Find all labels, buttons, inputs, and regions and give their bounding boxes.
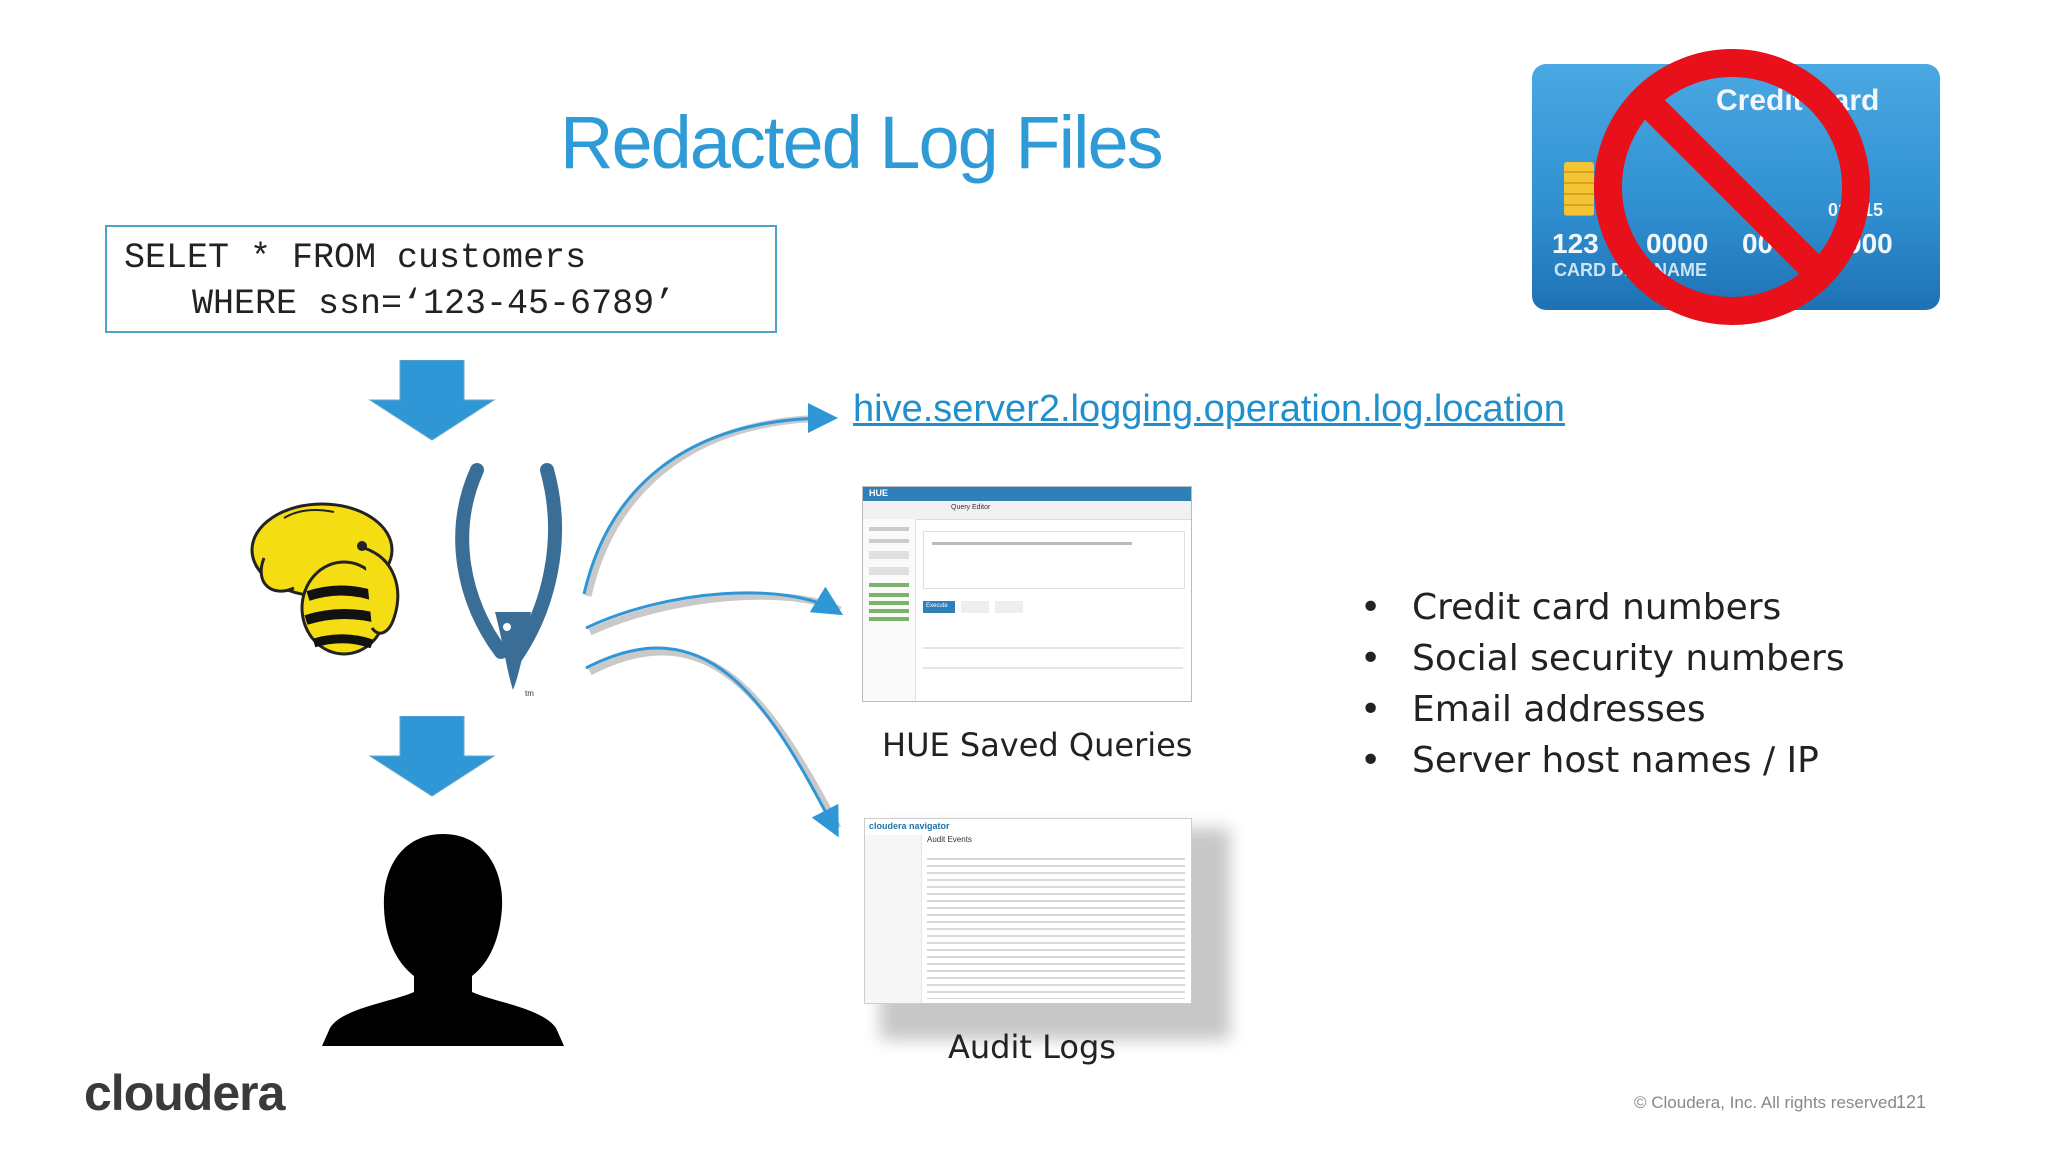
- sql-line-1: SELET * FROM customers: [124, 238, 587, 278]
- prohibited-icon: [1594, 49, 1870, 325]
- svg-text:tm: tm: [525, 689, 534, 698]
- user-silhouette-icon: [322, 834, 564, 1046]
- hue-sidebar: [863, 519, 916, 701]
- list-item: Social security numbers: [1360, 633, 1845, 684]
- impala-antelope-icon: tm: [455, 463, 562, 698]
- hue-execute-label: Execute: [926, 603, 948, 609]
- down-arrow-icon: [368, 360, 496, 441]
- audit-header: cloudera navigator: [865, 819, 1191, 833]
- list-item: Credit card numbers: [1360, 582, 1845, 633]
- hive-log-location-link[interactable]: hive.server2.logging.operation.log.locat…: [853, 388, 1565, 430]
- list-item: Server host names / IP: [1360, 735, 1845, 786]
- hue-execute-button: Execute: [923, 601, 955, 613]
- copyright-text: © Cloudera, Inc. All rights reserved.: [1634, 1093, 1902, 1112]
- audit-caption: Audit Logs: [948, 1028, 1116, 1066]
- card-number-2: 0000: [1646, 228, 1709, 259]
- audit-brand: cloudera navigator: [869, 821, 950, 831]
- slide-title: Redacted Log Files: [560, 101, 1164, 184]
- hue-tab-bar: Query Editor: [863, 501, 1191, 520]
- hue-editor: [923, 531, 1185, 589]
- list-item: Email addresses: [1360, 684, 1845, 735]
- audit-rows: [927, 853, 1185, 999]
- sensitive-data-list: Credit card numbers Social security numb…: [1360, 582, 1845, 786]
- hue-caption: HUE Saved Queries: [882, 726, 1193, 764]
- audit-screenshot-thumbnail: cloudera navigator Audit Events: [864, 818, 1192, 1004]
- sql-line-2: WHERE ssn=‘123-45-6789’: [192, 284, 676, 324]
- hadoop-elephant-icon: [250, 502, 400, 656]
- hue-screenshot-thumbnail: HUE Query Editor Execute: [862, 486, 1192, 702]
- hue-brand: HUE: [869, 488, 889, 498]
- cloudera-logo: cloudera: [84, 1065, 285, 1121]
- hue-tab-query-editor: Query Editor: [951, 504, 991, 511]
- hue-top-bar: HUE: [863, 487, 1191, 501]
- page-number: 121: [1896, 1092, 1927, 1112]
- flow-arrows: [582, 403, 844, 838]
- audit-heading: Audit Events: [927, 835, 972, 844]
- card-number-1: 123: [1552, 228, 1599, 259]
- credit-card-image: Credit Card 01 015 123 0000 00 000 CARD …: [1532, 64, 1940, 310]
- down-arrow-icon: [368, 716, 496, 797]
- card-chip-icon: [1564, 162, 1594, 216]
